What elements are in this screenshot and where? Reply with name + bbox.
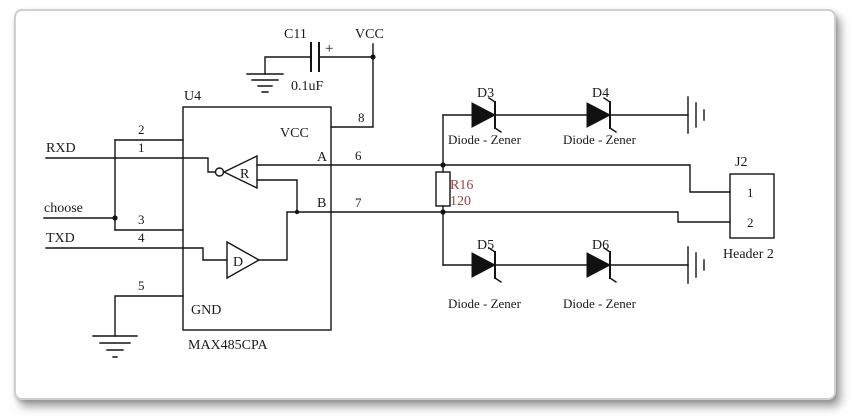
r16-value-label: 120 xyxy=(450,194,471,209)
r16-box xyxy=(435,171,451,207)
d6-symbol xyxy=(586,247,617,283)
u4-pin6-number: 6 xyxy=(355,148,362,163)
c11-refdes-label: C11 xyxy=(284,27,307,42)
j2-box xyxy=(729,173,775,239)
txd-net-label: TXD xyxy=(46,231,75,246)
u4-port-a-label: A xyxy=(317,150,328,165)
u4-box xyxy=(182,106,332,331)
wire-di-internal xyxy=(182,247,228,261)
schematic-card xyxy=(14,9,836,400)
ground-symbol-cap xyxy=(246,73,284,93)
d5-symbol xyxy=(471,247,502,283)
receiver-triangle xyxy=(214,154,258,190)
d4-symbol xyxy=(586,97,617,133)
r16-refdes-label: R16 xyxy=(450,178,473,193)
u4-vcc-pin-label: VCC xyxy=(280,126,309,141)
u4-pin5-number: 5 xyxy=(138,278,145,293)
u4-pin1-number: 1 xyxy=(138,140,145,155)
d3-refdes-label: D3 xyxy=(477,86,494,101)
d6-refdes-label: D6 xyxy=(592,238,609,253)
c11-polarity-label: + xyxy=(325,41,333,57)
j2-pin1-number: 1 xyxy=(747,185,754,200)
u4-pin3-number: 3 xyxy=(138,212,145,227)
d3-type-label: Diode - Zener xyxy=(448,132,522,147)
driver-triangle xyxy=(226,240,261,280)
ground-symbol-bottom-right xyxy=(687,246,705,284)
j2-pin2-number: 2 xyxy=(747,215,754,230)
u4-gnd-pin-label: GND xyxy=(191,303,221,318)
d5-refdes-label: D5 xyxy=(477,238,494,253)
rxd-net-label: RXD xyxy=(46,141,76,156)
wire-line-a xyxy=(330,164,731,193)
driver-label: D xyxy=(233,255,243,270)
j2-part-label: Header 2 xyxy=(723,247,774,262)
wires xyxy=(43,43,731,337)
wire-line-b xyxy=(330,211,731,223)
vcc-net-label: VCC xyxy=(355,27,384,42)
u4-pin2-number: 2 xyxy=(138,122,145,137)
u4-refdes-label: U4 xyxy=(184,89,201,104)
wire-c11-gnd-side xyxy=(264,56,312,75)
wire-ro-internal xyxy=(182,157,216,173)
c11-value-label: 0.1uF xyxy=(291,79,324,94)
receiver-label: R xyxy=(240,167,250,182)
wire-choose xyxy=(43,139,116,231)
wire-pin5-gnd xyxy=(114,295,184,337)
d5-type-label: Diode - Zener xyxy=(448,296,522,311)
u4-port-b-label: B xyxy=(317,196,326,211)
ground-symbol-top-right xyxy=(687,96,705,134)
junction-dots xyxy=(112,54,446,221)
choose-net-label: choose xyxy=(44,201,83,216)
d4-refdes-label: D4 xyxy=(592,86,609,101)
wire-driver-out xyxy=(258,211,332,261)
d3-symbol xyxy=(471,97,502,133)
u4-pin7-number: 7 xyxy=(355,195,362,210)
d4-type-label: Diode - Zener xyxy=(563,132,637,147)
u4-part-label: MAX485CPA xyxy=(188,338,269,353)
d6-type-label: Diode - Zener xyxy=(563,296,637,311)
capacitor-c11-symbol xyxy=(310,42,320,72)
u4-pin8-number: 8 xyxy=(358,110,365,125)
j2-refdes-label: J2 xyxy=(735,155,747,170)
u4-pin4-number: 4 xyxy=(138,230,145,245)
ground-symbol-left xyxy=(92,335,138,358)
wire-b-internal xyxy=(256,179,298,213)
